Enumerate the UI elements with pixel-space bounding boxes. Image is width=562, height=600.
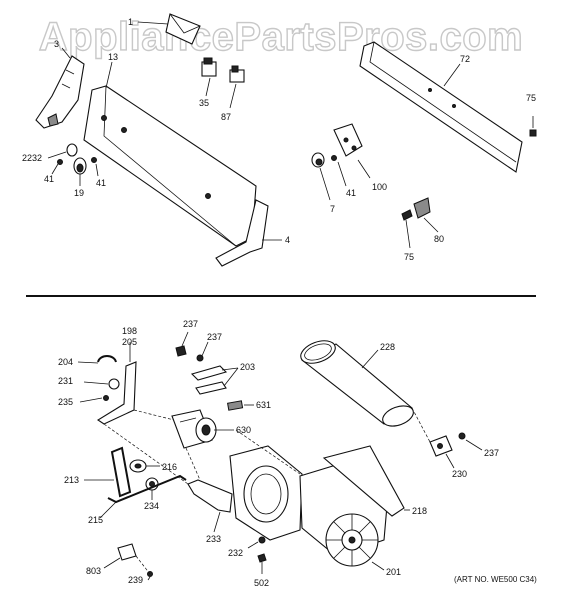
part-19-knob [73, 157, 87, 186]
callout-215: 215 [88, 515, 103, 525]
callout-232: 232 [228, 548, 243, 558]
part-75-screw-a [529, 116, 537, 137]
part-80-clip [413, 197, 439, 233]
callout-41-a: 41 [44, 174, 54, 184]
callout-216: 216 [162, 462, 177, 472]
callout-80: 80 [434, 234, 444, 244]
part-230-idler [429, 435, 455, 469]
callout-233: 233 [206, 534, 221, 544]
part-75-screw-b [401, 209, 413, 249]
callout-1: 1 [128, 17, 133, 27]
part-204-clamp [77, 355, 117, 364]
part-233-frame [187, 479, 233, 533]
callout-231: 231 [58, 376, 73, 386]
part-235-screw [79, 395, 109, 403]
part-213-belt [84, 446, 132, 498]
callout-213: 213 [64, 475, 79, 485]
callout-235: 235 [58, 397, 73, 407]
callout-72: 72 [460, 54, 470, 64]
watermark-text: AppliancePartsPros.com [39, 15, 524, 59]
part-502-screw [257, 553, 267, 574]
part-41-clip-a [51, 159, 63, 175]
top-section: 1 3 13 35 [22, 13, 537, 267]
callout-237-c: 237 [484, 448, 499, 458]
part-72-rear-panel [359, 41, 523, 173]
callout-205: 205 [122, 337, 137, 347]
part-630-motor [171, 409, 234, 449]
callout-3: 3 [54, 39, 59, 49]
art-number: (ART NO. WE500 C34) [454, 575, 537, 584]
bottom-section: 198 205 204 231 235 237 237 [58, 319, 537, 588]
callout-41-b: 41 [96, 178, 106, 188]
callout-228: 228 [380, 342, 395, 352]
callout-75-b: 75 [404, 252, 414, 262]
callout-19: 19 [74, 188, 84, 198]
callout-41-c: 41 [346, 188, 356, 198]
part-41-clip-b [91, 157, 99, 177]
assembly-guide-lines [103, 407, 431, 575]
callout-239: 239 [128, 575, 143, 585]
callout-234: 234 [144, 501, 159, 511]
part-201-blower-wheel [325, 513, 385, 571]
callout-7: 7 [330, 204, 335, 214]
part-237-screw-c [458, 432, 483, 451]
callout-75-a: 75 [526, 93, 536, 103]
part-231-bearing [83, 378, 120, 390]
part-228-drum [300, 340, 414, 427]
callout-4: 4 [285, 235, 290, 245]
callout-803: 803 [86, 566, 101, 576]
callout-218: 218 [412, 506, 427, 516]
callout-13: 13 [108, 52, 118, 62]
part-232-screw [247, 536, 266, 549]
part-87-switch [229, 65, 245, 109]
callout-204: 204 [58, 357, 73, 367]
callout-502: 502 [254, 578, 269, 588]
callout-100: 100 [372, 182, 387, 192]
callout-2232: 2232 [22, 153, 42, 163]
part-3-bracket [35, 47, 85, 129]
part-2232-knob [47, 143, 78, 159]
part-237-screw-b [196, 341, 209, 362]
part-4-bracket [215, 199, 282, 267]
callout-87: 87 [221, 112, 231, 122]
callout-35: 35 [199, 98, 209, 108]
part-1-envelope [137, 13, 201, 45]
part-35-switch [201, 57, 217, 97]
callout-201: 201 [386, 567, 401, 577]
part-100-timer [333, 123, 371, 179]
part-7-knob [311, 152, 331, 201]
callout-237-a: 237 [183, 319, 198, 329]
callout-203: 203 [240, 362, 255, 372]
part-237-screw-a [175, 331, 189, 357]
part-803-switch [103, 543, 137, 569]
part-215-rod [99, 474, 187, 519]
part-13-control-panel [83, 61, 257, 247]
callout-230: 230 [452, 469, 467, 479]
part-203-brackets [190, 365, 239, 395]
callout-631: 631 [256, 400, 271, 410]
callout-630: 630 [236, 425, 251, 435]
callout-198: 198 [122, 326, 137, 336]
part-216-pulley [129, 459, 160, 473]
callout-237-b: 237 [207, 332, 222, 342]
part-239-screw [147, 571, 153, 581]
part-218-duct [322, 445, 410, 517]
part-631-plug [227, 400, 254, 411]
part-41-clip-c [331, 155, 347, 187]
